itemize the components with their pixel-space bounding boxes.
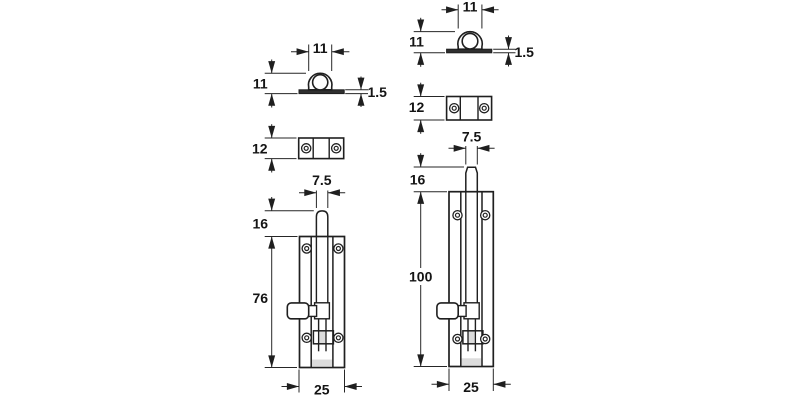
screw-hole: [452, 333, 463, 345]
screw-hole: [478, 102, 490, 114]
left-keeper-loop-view: [298, 72, 345, 95]
dim-body-length-label: 100: [409, 269, 433, 285]
dim-loop-height-label: 11: [409, 34, 424, 50]
screw-hole: [479, 333, 491, 345]
dim-loop-width-label: 11: [313, 40, 328, 56]
bolt-knob: [436, 302, 459, 320]
left-dimensions: 11 11 1.5 12 7.5: [252, 40, 387, 398]
dim-pin-diameter-label: 7.5: [462, 129, 482, 145]
screw-hole: [452, 209, 463, 221]
dim-body-width-label: 25: [463, 379, 479, 395]
dim-pin-diameter-label: 7.5: [312, 172, 332, 188]
left-drawing: 11 11 1.5 12 7.5: [252, 40, 387, 398]
dim-loop-width-label: 11: [463, 0, 478, 15]
left-bolt-body-view: [286, 210, 346, 369]
dim-body-length-label: 76: [253, 290, 269, 306]
screw-hole: [333, 243, 344, 254]
dim-strike-height-label: 12: [252, 140, 268, 156]
right-bolt-body-view: [436, 166, 495, 368]
bolt-knob: [286, 302, 310, 320]
right-strike-plate-view: [445, 95, 493, 121]
screw-hole: [448, 102, 460, 114]
dim-pin-protrusion-label: 16: [253, 216, 269, 232]
dim-plate-thickness-label: 1.5: [368, 84, 388, 100]
screw-hole: [479, 209, 491, 221]
screw-hole: [333, 332, 344, 344]
dim-body-width-label: 25: [314, 382, 330, 398]
screw-hole: [300, 143, 312, 154]
screw-hole: [330, 143, 342, 154]
screw-hole: [301, 243, 312, 254]
right-dimensions: 11 11 1.5 12 7.5: [409, 0, 534, 395]
dim-strike-height-label: 12: [409, 99, 425, 115]
screw-hole: [301, 332, 312, 344]
right-keeper-loop-view: [446, 30, 493, 54]
right-drawing: 11 11 1.5 12 7.5: [409, 0, 534, 395]
dim-plate-thickness-label: 1.5: [515, 44, 535, 60]
dim-pin-protrusion-label: 16: [410, 172, 426, 188]
dim-loop-height-label: 11: [253, 75, 268, 91]
left-strike-plate-view: [297, 137, 345, 160]
